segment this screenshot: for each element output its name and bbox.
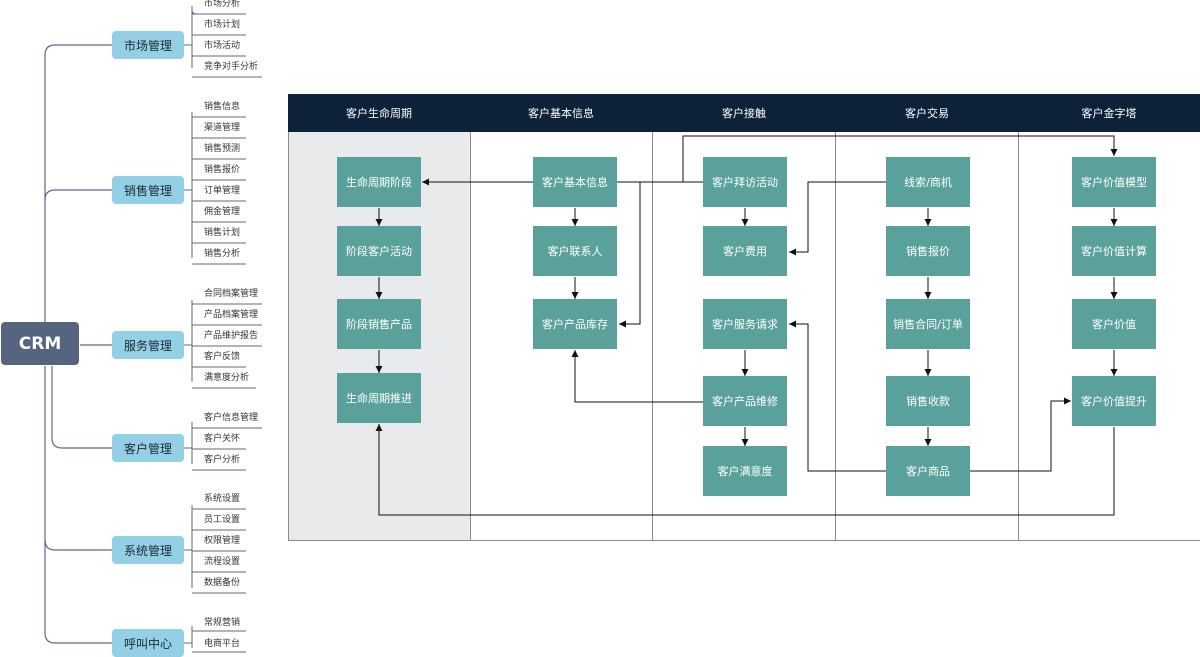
leaf-item: 合同档案管理 xyxy=(204,289,259,299)
leaf-item: 流程设置 xyxy=(204,557,241,567)
leaf-item: 市场计划 xyxy=(204,20,241,30)
node-customer-goods[interactable]: 客户商品 xyxy=(886,446,970,496)
leaf-item: 产品档案管理 xyxy=(204,310,259,320)
leaf-item: 市场分析 xyxy=(204,0,241,9)
leaf-item: 客户信息管理 xyxy=(204,413,259,423)
leaf-item: 销售计划 xyxy=(204,228,241,238)
leaf-item: 渠道管理 xyxy=(204,123,241,133)
leaf-item: 销售预测 xyxy=(204,144,241,154)
leaf-item: 竞争对手分析 xyxy=(204,62,259,72)
branch-callcenter[interactable]: 呼叫中心 xyxy=(112,629,184,657)
node-value-improve[interactable]: 客户价值提升 xyxy=(1072,376,1156,426)
mindmap-connectors xyxy=(44,6,262,653)
leaf-item: 系统设置 xyxy=(204,494,241,504)
column-header-contact: 客户接触 xyxy=(722,107,766,120)
node-lifecycle-advance[interactable]: 生命周期推进 xyxy=(337,373,421,423)
node-sales-receipt[interactable]: 销售收款 xyxy=(886,376,970,426)
branch-service[interactable]: 服务管理 xyxy=(112,331,184,359)
leaf-item: 销售报价 xyxy=(204,165,241,175)
leaf-item: 客户分析 xyxy=(204,455,241,465)
node-product-repair[interactable]: 客户产品维修 xyxy=(703,376,787,426)
column-header-trading: 客户交易 xyxy=(905,107,949,120)
leaf-item: 常规营销 xyxy=(204,618,241,628)
node-service-request[interactable]: 客户服务请求 xyxy=(703,299,787,349)
column-header-lifecycle: 客户生命周期 xyxy=(346,107,412,120)
leaf-item: 订单管理 xyxy=(204,186,241,196)
branch-system[interactable]: 系统管理 xyxy=(112,536,184,564)
node-stage-activity[interactable]: 阶段客户活动 xyxy=(337,226,421,276)
leaf-item: 销售分析 xyxy=(204,249,241,259)
leaf-item: 数据备份 xyxy=(204,578,241,588)
node-value-calc[interactable]: 客户价值计算 xyxy=(1072,226,1156,276)
branch-customer[interactable]: 客户管理 xyxy=(112,434,184,462)
node-sales-contract[interactable]: 销售合同/订单 xyxy=(886,299,970,349)
node-product-inventory[interactable]: 客户产品库存 xyxy=(533,299,617,349)
node-lead[interactable]: 线索/商机 xyxy=(886,157,970,207)
node-lifecycle-stage[interactable]: 生命周期阶段 xyxy=(337,157,421,207)
column-header-basic-info: 客户基本信息 xyxy=(528,107,594,120)
column-header-pyramid: 客户金字塔 xyxy=(1081,107,1137,120)
node-stage-product[interactable]: 阶段销售产品 xyxy=(337,299,421,349)
header-band xyxy=(288,94,1200,132)
leaf-item: 产品维护报告 xyxy=(204,331,259,341)
leaf-item: 满意度分析 xyxy=(204,373,250,383)
node-visit-activity[interactable]: 客户拜访活动 xyxy=(703,157,787,207)
node-value-model[interactable]: 客户价值模型 xyxy=(1072,157,1156,207)
node-satisfaction[interactable]: 客户满意度 xyxy=(703,446,787,496)
leaf-item: 佣金管理 xyxy=(204,207,241,217)
node-basic-info[interactable]: 客户基本信息 xyxy=(533,157,617,207)
node-customer-value[interactable]: 客户价值 xyxy=(1072,299,1156,349)
node-contact-person[interactable]: 客户联系人 xyxy=(533,226,617,276)
node-customer-expense[interactable]: 客户费用 xyxy=(703,226,787,276)
branch-sales[interactable]: 销售管理 xyxy=(112,176,184,204)
leaf-item: 客户反馈 xyxy=(204,352,241,362)
leaf-item: 市场活动 xyxy=(204,41,241,51)
leaf-item: 员工设置 xyxy=(204,515,241,525)
leaf-item: 电商平台 xyxy=(204,639,241,649)
leaf-item: 客户关怀 xyxy=(204,434,241,444)
leaf-item: 销售信息 xyxy=(204,102,241,112)
leaf-item: 权限管理 xyxy=(204,536,241,546)
branch-market[interactable]: 市场管理 xyxy=(112,31,184,59)
node-sales-quote[interactable]: 销售报价 xyxy=(886,226,970,276)
root-node: CRM xyxy=(1,322,79,365)
